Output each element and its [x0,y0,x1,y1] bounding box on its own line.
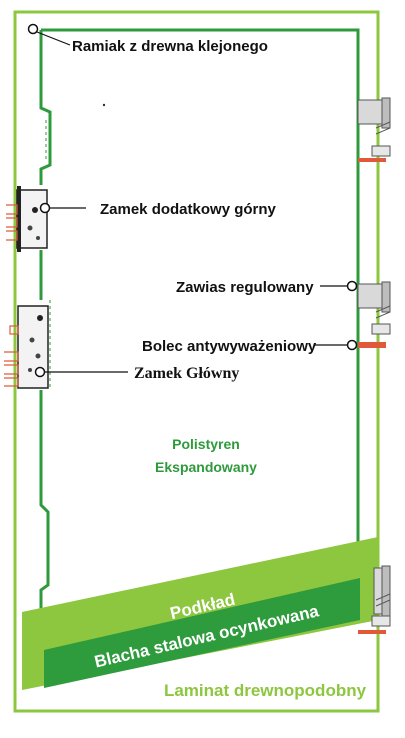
core-label-line2: Ekspandowany [155,459,257,475]
frame-callout-dot [27,23,39,35]
anti-burglary-pin-label: Bolec antywyważeniowy [142,338,317,355]
pin-callout-dot [346,339,358,351]
hinge-callout-dot [346,280,358,292]
main-lock-callout-dot [34,366,46,378]
frame-callout-line [36,31,71,46]
main-lock-label: Zamek Główny [134,365,239,382]
core-boundary-dashed [45,120,51,390]
hinge-icon-top [357,97,391,162]
laminate-label: Laminat drewnopodobny [164,681,367,700]
anti-burglary-pin-icon [358,323,391,348]
hinge-label: Zawias regulowany [176,279,314,296]
core-label-line1: Polistyren [172,436,240,452]
hinge-icon-bottom [358,565,391,634]
hinge-icon-middle [357,281,391,319]
wooden-frame-outline [39,28,360,612]
steel-sheet-band [44,578,360,688]
aux-lock-label: Zamek dodatkowy górny [100,201,277,218]
aux-lock-callout-dot [39,202,51,214]
frame-label: Ramiak z drewna klejonego [72,38,268,55]
aux-lock-icon [6,186,48,252]
marker-dot [102,103,106,107]
